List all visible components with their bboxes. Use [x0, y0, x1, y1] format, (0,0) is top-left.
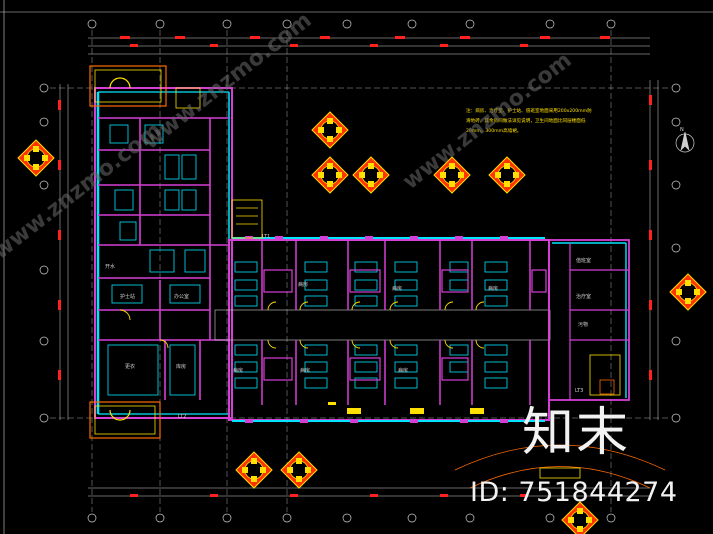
stair-bottom [89, 401, 161, 439]
legend-diamond [561, 501, 599, 534]
legend-diamond [433, 156, 471, 194]
yellow-window-marks [328, 402, 484, 414]
connector-stair [175, 87, 263, 239]
svg-text:护士站: 护士站 [120, 293, 135, 300]
legend-diamond-symbols [17, 111, 707, 534]
doors [119, 301, 485, 349]
left-wing-fixtures [107, 124, 206, 396]
watermark-id: ID: 751844274 [470, 477, 678, 508]
svg-text:污物: 污物 [578, 321, 588, 328]
drawing-notes: 注：病房、治疗室、护士站、值班室地面采用200x200mm防 滑地砖，其余房间做… [466, 107, 592, 134]
ward-toilets [263, 269, 547, 381]
svg-text:LT1: LT1 [262, 234, 270, 240]
svg-text:治疗室: 治疗室 [576, 293, 591, 300]
svg-text:更衣: 更衣 [125, 363, 135, 370]
svg-text:LT2: LT2 [178, 414, 186, 420]
svg-text:病房: 病房 [233, 367, 243, 374]
svg-text:病房: 病房 [398, 367, 408, 374]
red-dimension-ticks [58, 36, 652, 497]
svg-text:库房: 库房 [176, 363, 186, 370]
watermark-brand: 知末 [522, 403, 631, 463]
legend-diamond [311, 156, 349, 194]
stair-top [89, 65, 167, 107]
legend-diamond [280, 451, 318, 489]
svg-text:办公室: 办公室 [174, 293, 189, 300]
svg-text:值班室: 值班室 [576, 257, 591, 264]
legend-diamond [488, 156, 526, 194]
svg-text:滑地砖，其余房间做法详见说明，卫生间地面比同层楼面低: 滑地砖，其余房间做法详见说明，卫生间地面比同层楼面低 [466, 117, 586, 124]
room-labels: 病房病房 病房病房 病房病房 办公室护士站 治疗室值班室 更衣库房 污物开水 L… [105, 234, 591, 420]
legend-diamond [235, 451, 273, 489]
svg-text:注：病房、治疗室、护士站、值班室地面采用200x200mm防: 注：病房、治疗室、护士站、值班室地面采用200x200mm防 [466, 107, 592, 114]
svg-text:病房: 病房 [298, 281, 308, 288]
legend-diamond [311, 111, 349, 149]
svg-text:N: N [680, 127, 684, 133]
svg-text:20mm，300mm高墙裙。: 20mm，300mm高墙裙。 [466, 127, 521, 134]
legend-diamond [352, 156, 390, 194]
arc-stage [454, 444, 666, 489]
svg-text:开水: 开水 [105, 263, 115, 270]
left-wing-walls [94, 87, 233, 419]
north-arrow-icon: N [675, 127, 695, 153]
legend-diamond [669, 273, 707, 311]
svg-text:病房: 病房 [300, 367, 310, 374]
svg-text:病房: 病房 [488, 285, 498, 292]
ward-beds [234, 261, 508, 389]
svg-text:病房: 病房 [392, 285, 402, 292]
ward-partitions [261, 240, 531, 405]
left-wing-partitions [98, 117, 229, 400]
right-end-block [548, 239, 630, 401]
svg-text:LT3: LT3 [575, 388, 583, 394]
legend-diamond [17, 139, 55, 177]
grid-axis-top [39, 19, 681, 523]
